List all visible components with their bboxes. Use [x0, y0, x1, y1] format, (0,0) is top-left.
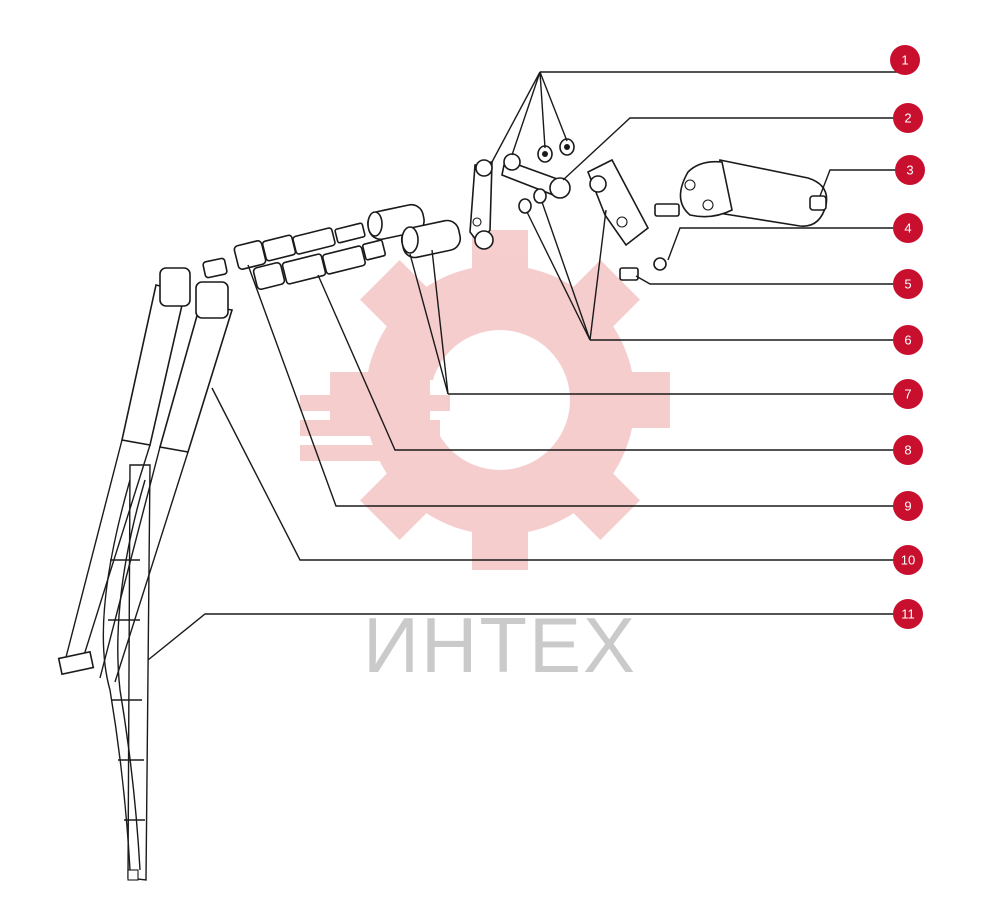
nut-small — [202, 257, 228, 279]
callout-number: 9 — [904, 499, 911, 514]
callout-badges: 1 2 3 4 5 6 7 8 9 10 11 — [890, 45, 925, 629]
callout-number: 3 — [906, 163, 913, 178]
wiper-arm-left — [57, 267, 191, 676]
callout-badge-1: 1 — [890, 45, 920, 75]
callout-badge-6: 6 — [893, 325, 923, 355]
callout-badge-3: 3 — [895, 155, 925, 185]
callout-number: 1 — [901, 53, 908, 68]
callout-number: 2 — [904, 111, 911, 126]
wiper-motor — [654, 159, 828, 227]
bolt-washer — [619, 257, 667, 281]
leader-lines — [147, 71, 905, 661]
callout-badge-7: 7 — [893, 379, 923, 409]
callout-badge-10: 10 — [893, 545, 923, 575]
callout-badge-2: 2 — [893, 103, 923, 133]
spindle-shaft-upper — [233, 222, 366, 270]
spindle-shaft-lower — [252, 239, 387, 291]
callout-badge-9: 9 — [893, 491, 923, 521]
callout-number: 10 — [901, 553, 915, 568]
callout-number: 4 — [904, 221, 911, 236]
link-rod — [501, 153, 571, 199]
washers — [518, 138, 575, 214]
crank-lever-left — [469, 159, 494, 250]
wiper-blade — [102, 464, 151, 881]
callout-number: 7 — [904, 387, 911, 402]
intex-watermark-logo — [300, 230, 670, 570]
callout-number: 6 — [904, 333, 911, 348]
callout-badge-8: 8 — [893, 435, 923, 465]
bushing-lower — [400, 219, 462, 259]
callout-badge-5: 5 — [893, 269, 923, 299]
watermark-text: ИНТЕХ — [363, 601, 637, 689]
callout-badge-4: 4 — [893, 213, 923, 243]
callout-badge-11: 11 — [893, 599, 923, 629]
crank-lever-right — [586, 158, 650, 247]
callout-number: 8 — [904, 443, 911, 458]
callout-number: 5 — [904, 277, 911, 292]
callout-number: 11 — [901, 607, 915, 622]
